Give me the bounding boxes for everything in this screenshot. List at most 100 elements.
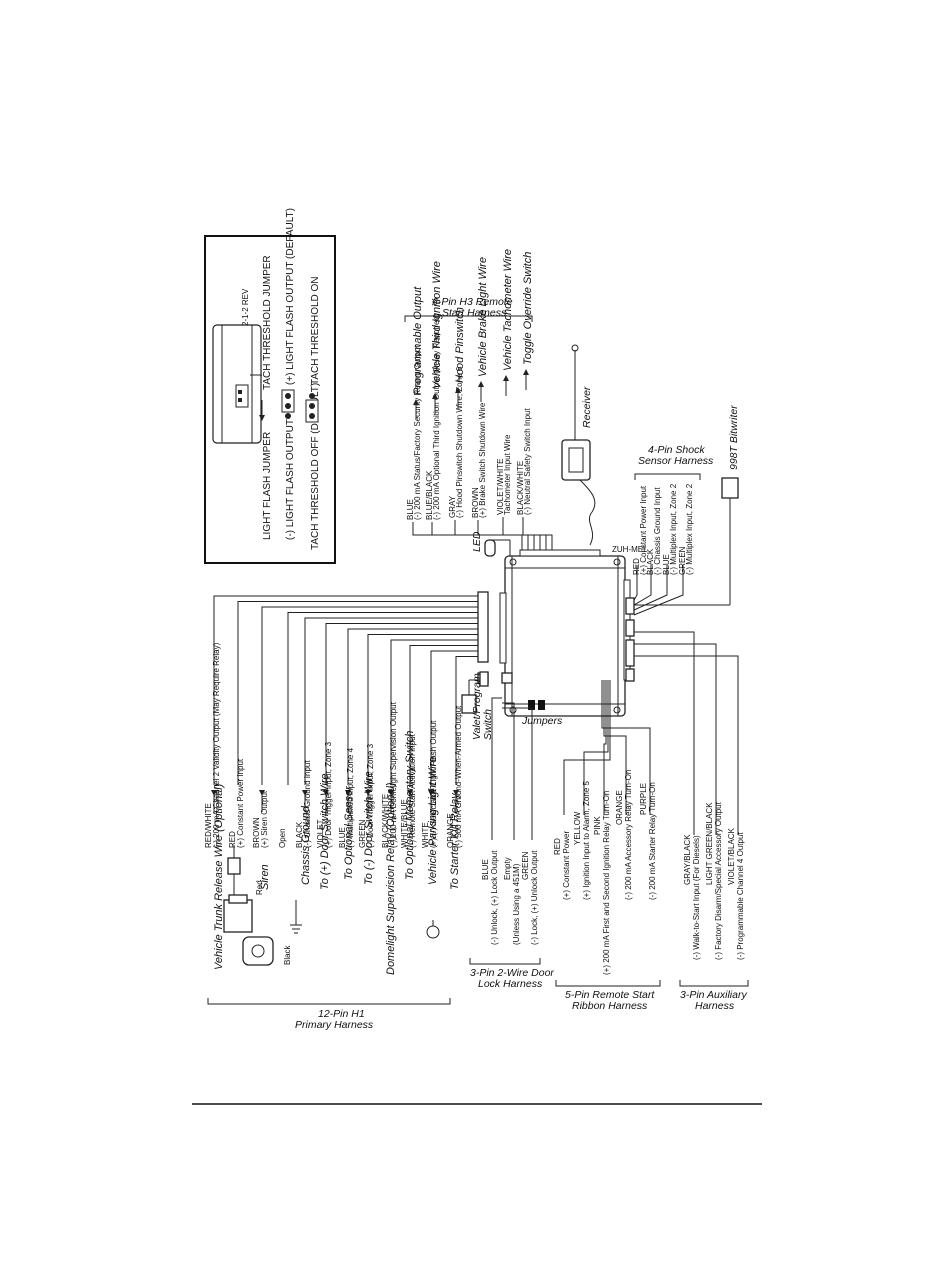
shock-wire-line	[633, 565, 652, 606]
h1-wire-destination: To Optional Sensor	[343, 785, 355, 880]
h3-wire-color: VIOLET/WHITE	[496, 459, 505, 515]
h1-wire-destination: Domelight Supervision Relay (Optional)	[385, 782, 397, 975]
h3-title-line2: Start Harness	[442, 307, 507, 319]
shock-wire-desc: (-) Chassis Ground Input	[653, 487, 662, 575]
rs-wire-desc: (-) 200 mA Starter Relay Turn-On	[648, 782, 657, 900]
h3-wire-color: BLUE	[406, 499, 415, 520]
rs-wire-desc: (-) 200 mA Accessory Relay Turn-On	[624, 770, 633, 900]
h1-wire-color: Open	[278, 828, 287, 848]
module-outline-icon	[212, 324, 262, 444]
shock-wire-color: RED	[632, 558, 641, 575]
tach-on-label: TACH THRESHOLD ON	[310, 276, 321, 385]
bitwriter-label: 998T Bitwriter	[728, 405, 740, 470]
h3-wire-destination: Hood Pinswitch	[454, 307, 466, 383]
jumper-panel: 2-1-2 REV LIGHT FLASH JUMPER TACH THRESH…	[204, 208, 336, 564]
door-wire-line	[502, 707, 533, 840]
rs-wire-color: PURPLE	[639, 783, 648, 815]
door-lock-title-line2: Lock Harness	[478, 978, 543, 990]
h1-wire-desc: (+) Siren Output	[260, 790, 269, 848]
ground-icon	[290, 900, 302, 934]
h1-wire-desc: (+)/(-) Selectable Light Flash Output	[429, 720, 438, 848]
h1-wire-destination: Chassis Ground	[300, 805, 312, 885]
receiver-icon	[561, 344, 596, 546]
h1-wire-line	[304, 617, 478, 785]
shock-wire-color: BLACK	[646, 548, 655, 575]
h3-wire-desc: Tachometer Input Wire	[503, 434, 512, 515]
h3-wire-destination: Vehicle Brake Light Wire	[477, 257, 489, 377]
h3-wire-destination: Vehicle Tachometer Wire	[502, 249, 514, 371]
door-wire-desc: (Unless Using a 451M)	[512, 863, 521, 945]
h1-wire-color: ORANGE	[446, 813, 455, 848]
h1-harness: RED/WHITE(-) 200 mA Channel 2 Validity O…	[204, 595, 478, 1031]
h1-wire-color: VIOLET	[316, 819, 325, 848]
h3-wire-line	[522, 517, 553, 550]
shock-title-line1: 4-Pin Shock	[648, 444, 705, 456]
aux-harness: GRAY/BLACK(-) Walk-to-Start Input (For D…	[634, 631, 749, 1012]
shock-wire-desc: (+) Constant Power Input	[639, 485, 648, 575]
shock-title-line2: Sensor Harness	[638, 455, 714, 467]
rs-wire-line	[603, 680, 607, 815]
pos-light-flash-label: (+) LIGHT FLASH OUTPUT (DEFAULT)	[285, 208, 296, 385]
receiver-label: Receiver	[581, 386, 593, 428]
relay-red-label: Red	[255, 880, 264, 895]
h3-wire-destination: Programmable Output	[412, 286, 424, 395]
trunk-solenoid-icon	[242, 936, 274, 966]
aux-wire-color: LIGHT GREEN/BLACK	[705, 802, 714, 885]
h1-wire-destination: To (+) Door Switch Wire	[319, 773, 331, 890]
h3-wire-destination: Vehicle Third Ignition Wire	[431, 261, 443, 389]
shock-wire-desc: (-) Multiplex Input, Zone 2	[669, 483, 678, 575]
h1-wire-line	[390, 639, 478, 785]
rs-wire-color: RED	[553, 838, 562, 855]
valet-switch-label: Valet/ProgramSwitch	[471, 673, 494, 740]
h1-title-line2: Primary Harness	[295, 1019, 374, 1031]
h1-wire-destination: Siren	[259, 864, 271, 890]
valet-switch-icon	[461, 671, 489, 714]
h3-wire-desc: (+) Brake Switch Shutdown Wire	[478, 402, 487, 518]
h1-title-line1: 12-Pin H1	[318, 1008, 365, 1020]
h1-wire-line	[347, 628, 478, 785]
aux-wire-color: VIOLET/BLACK	[727, 827, 736, 885]
h1-wire-destination: To (-) Door Switch Wire	[363, 771, 375, 885]
aux-title-line1: 3-Pin Auxiliary	[680, 989, 747, 1001]
h1-wire-color: BLUE	[338, 827, 347, 848]
h3-title-line1: 6-Pin H3 Remote	[432, 296, 513, 308]
rs-wire-line	[563, 680, 611, 815]
aux-wire-desc: (-) Programmable Channel 4 Output	[736, 832, 745, 960]
neg-light-flash-label: (-) LIGHT FLASH OUTPUT	[285, 419, 296, 540]
rs-wire-color: ORANGE	[615, 790, 624, 825]
door-wire-line	[491, 697, 502, 840]
h1-wire-desc: (+) Constant Power Input	[236, 758, 245, 848]
door-wire-desc: (-) Lock, (+) Unlock Output	[530, 850, 539, 945]
relay-black-label: Black	[283, 944, 292, 965]
h3-wire-line	[412, 522, 523, 550]
h3-wire-color: GRAY	[448, 495, 457, 518]
door-wire-color: Empty	[503, 857, 512, 880]
rs-wire-color: YELLOW	[573, 811, 582, 845]
jumper-pins-icon	[281, 389, 319, 423]
h1-wire-color: GREEN	[358, 819, 367, 848]
rs-wire-desc: (+) Constant Power	[562, 831, 571, 900]
door-wire-color: BLUE	[481, 859, 490, 880]
module-part-label: ZUH-MEL	[612, 545, 648, 554]
h1-wire-color: BROWN	[252, 817, 261, 848]
shock-wire-color: GREEN	[678, 546, 687, 575]
parking-bulb-icon	[426, 920, 440, 939]
h1-wire-line	[325, 623, 478, 785]
h1-wire-desc: (-) Multiplexed Input, Zone 4	[346, 747, 355, 848]
aux-wire-line	[634, 643, 717, 835]
h1-wire-destination: To Optional Momentary Switch	[404, 731, 416, 880]
bitwriter-icon	[634, 477, 739, 606]
shock-wire-desc: (-) Multiplex Input, Zone 2	[685, 483, 694, 575]
shock-wire-color: BLUE	[662, 554, 671, 575]
h1-wire-desc: (-) 200 mA Channel 2 Validity Output (Ma…	[212, 642, 221, 848]
valet-switch-line1: Valet/Program	[471, 673, 483, 740]
shock-wire-line	[633, 565, 684, 616]
